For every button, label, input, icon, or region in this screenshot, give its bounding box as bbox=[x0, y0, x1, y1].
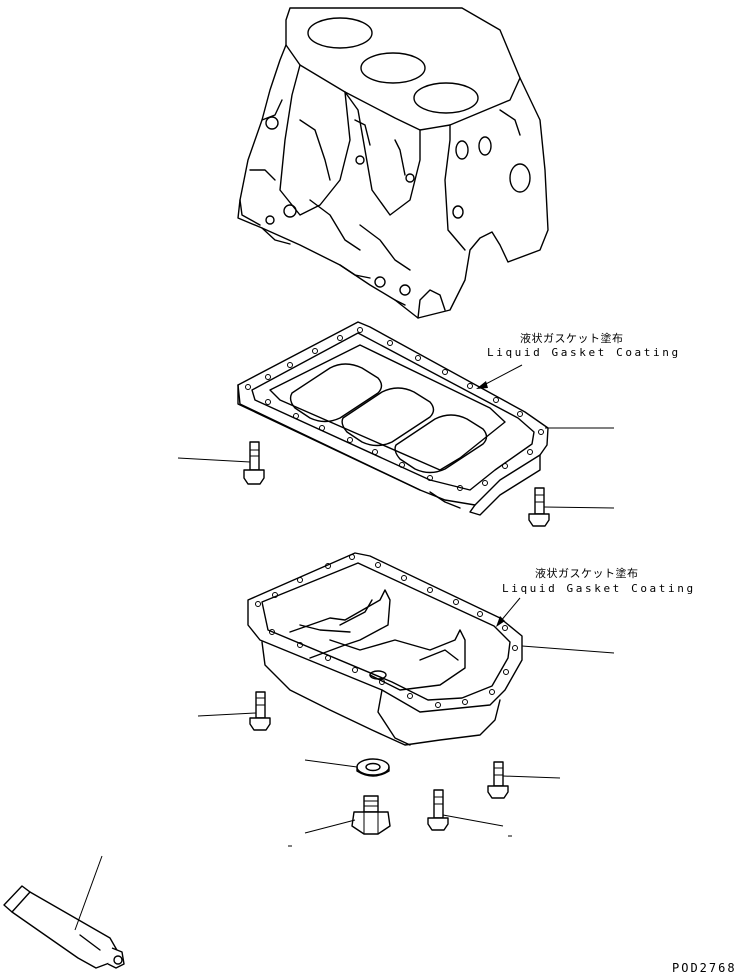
gasket-label-lower-jp: 液状ガスケット塗布 bbox=[535, 567, 639, 580]
gasket-label-lower-en: Liquid Gasket Coating bbox=[502, 582, 696, 595]
bolt-lower-center bbox=[427, 789, 449, 831]
drain-plug bbox=[351, 795, 391, 835]
bolt-lower-left bbox=[249, 691, 271, 731]
bolt-upper-right bbox=[528, 487, 550, 527]
drawing-code: POD2768 bbox=[672, 961, 737, 975]
leader-lines bbox=[74, 364, 615, 931]
gasket-label-upper-jp: 液状ガスケット塗布 bbox=[520, 332, 624, 345]
bolt-lower-right bbox=[487, 761, 509, 799]
oil-pan-upper bbox=[237, 321, 549, 516]
gasket-label-upper-en: Liquid Gasket Coating bbox=[487, 346, 681, 359]
oil-pan-lower bbox=[247, 552, 523, 746]
bolt-upper-left bbox=[243, 441, 265, 485]
cylinder-block bbox=[237, 7, 549, 319]
washer bbox=[356, 758, 390, 777]
liquid-gasket-tube bbox=[3, 885, 125, 969]
